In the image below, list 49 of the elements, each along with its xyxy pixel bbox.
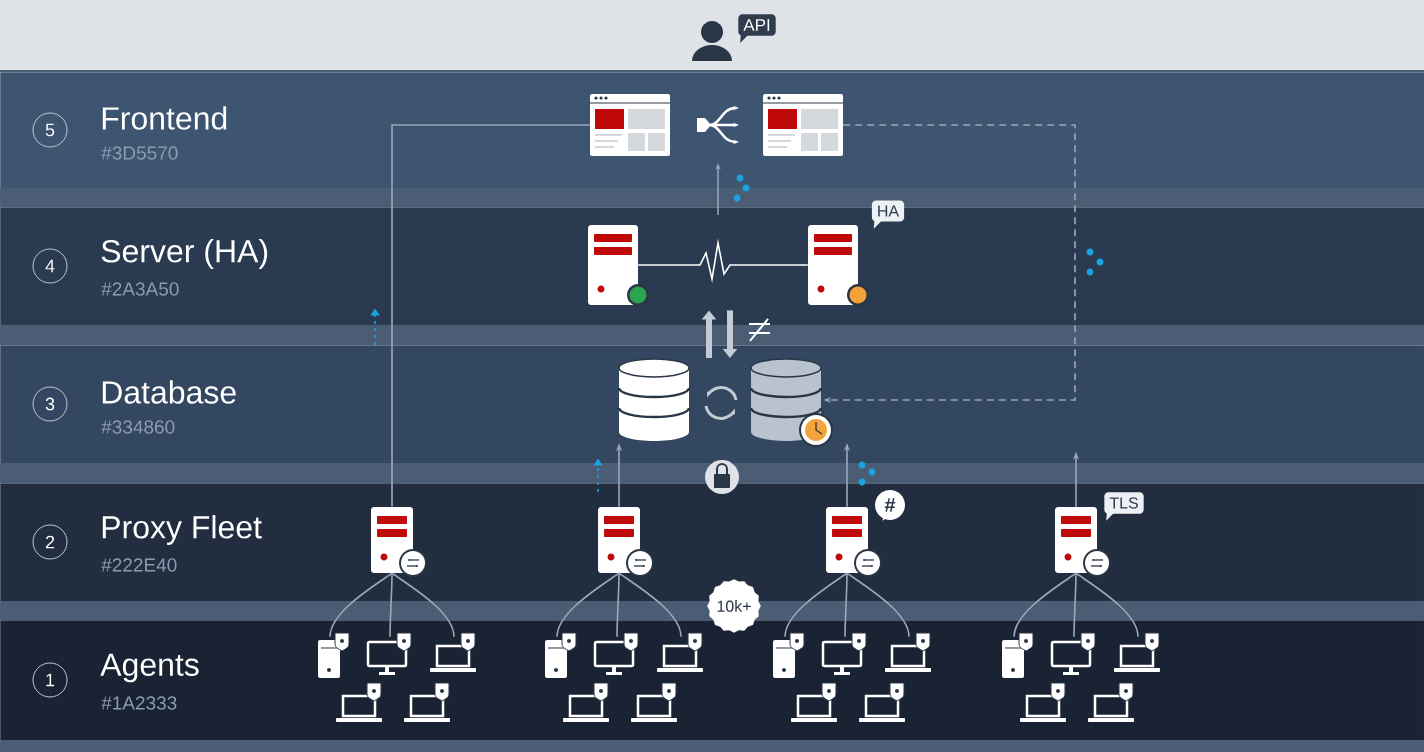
connector-line [784,572,848,638]
laptop [404,682,450,722]
laptop [563,682,609,722]
laptop [859,682,905,722]
laptop [1020,682,1066,722]
monitor [821,632,867,675]
connector-line [1075,572,1139,638]
browser-window [762,94,844,156]
speech-bubble: API [738,14,776,44]
connector-line [389,572,393,638]
database-cylinder [617,358,691,441]
computer [318,632,350,678]
database-cylinder [749,358,833,447]
speech-bubble: TLS [1104,492,1144,521]
connector-line [391,124,591,508]
browser-window [589,94,671,156]
server [1055,507,1111,577]
laptop [657,632,703,672]
connector-line [618,572,682,638]
connector-line [846,572,910,638]
connector-line [616,572,620,638]
laptop [1114,632,1160,672]
computer [1002,632,1034,678]
computer [773,632,805,678]
laptop [885,632,931,672]
laptop [631,682,677,722]
laptop [1088,682,1134,722]
connector-line [1073,572,1077,638]
server [808,225,869,306]
speech-bubble: HA [871,200,905,229]
speech-bubble: # [875,490,905,521]
connector-line [637,238,809,284]
laptop [336,682,382,722]
monitor [366,632,412,675]
server [371,507,427,577]
server [598,507,654,577]
connector-line [844,572,848,638]
connector-line [556,572,620,638]
laptop [430,632,476,672]
server [588,225,649,306]
laptop [791,682,837,722]
computer [545,632,577,678]
count-badge: 10k+ [707,579,761,633]
connector-line [329,572,393,638]
monitor [593,632,639,675]
server [826,507,882,577]
connector-line [391,572,455,638]
connector-line [1013,572,1077,638]
monitor [1050,632,1096,675]
